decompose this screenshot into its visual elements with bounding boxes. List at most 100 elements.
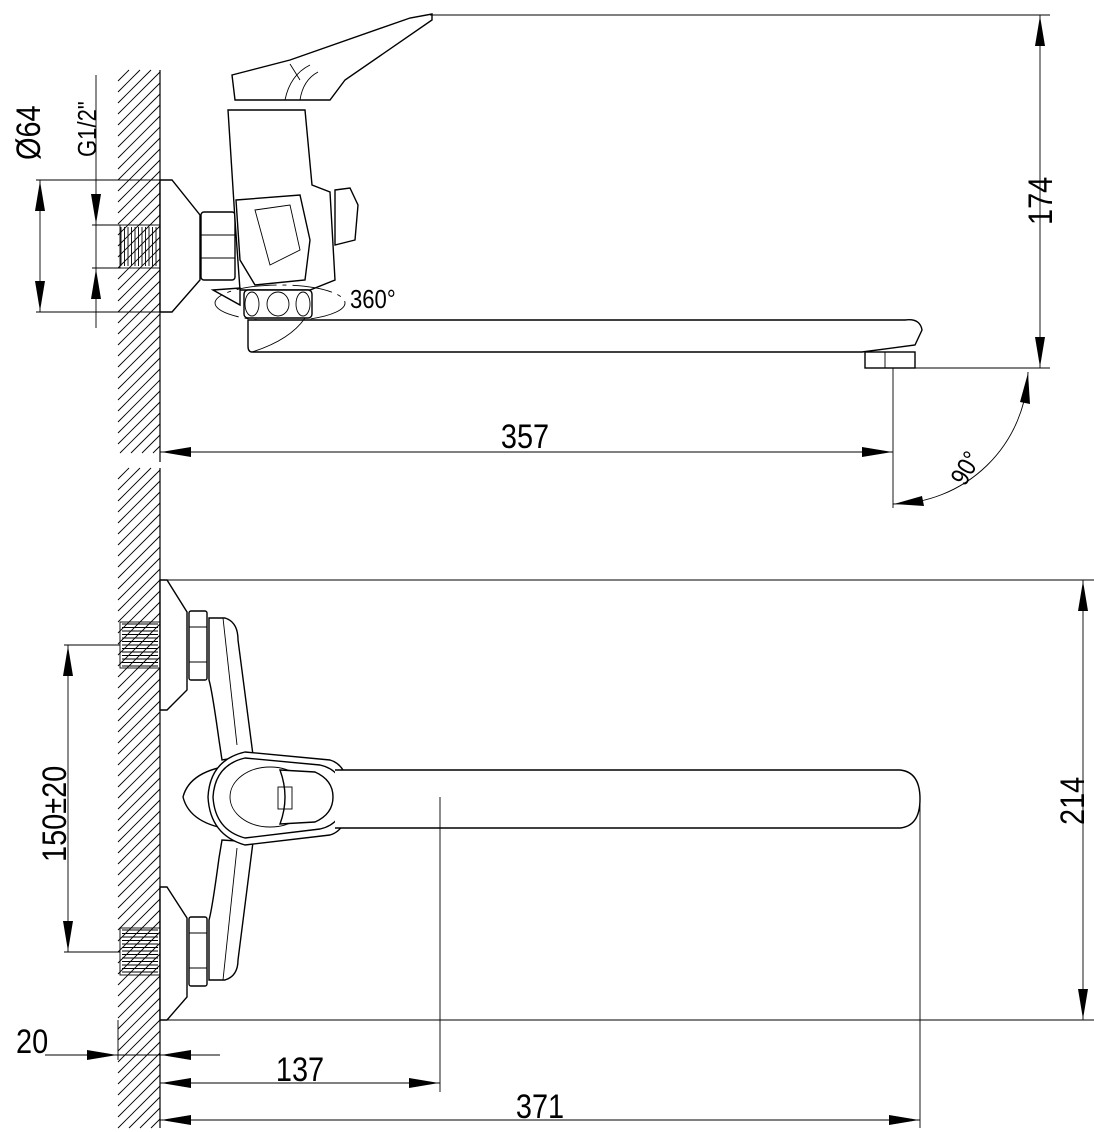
thread-connector [119, 224, 161, 269]
hatch-line [117, 700, 161, 744]
depth-label: 214 [1053, 777, 1092, 825]
hatch-line [117, 579, 161, 623]
hatch-line [117, 568, 161, 612]
hatch-line [117, 192, 161, 236]
hatch-line [117, 502, 161, 546]
hatch-line [117, 1074, 161, 1118]
dimension-wall-offset: 20 [16, 1020, 220, 1061]
hatch-line [117, 1041, 161, 1085]
hatch-line [117, 942, 161, 986]
hatch-line [117, 557, 161, 601]
hatch-line [117, 280, 161, 324]
rotation-label: 360° [350, 285, 396, 314]
hatch-line [117, 722, 161, 766]
hatch-line [117, 82, 161, 126]
hatch-line [117, 368, 161, 412]
hatch-line [117, 401, 161, 445]
hatch-line [117, 634, 161, 678]
thread-label: G1/2" [73, 101, 102, 157]
escutcheon-top [159, 579, 188, 711]
hatch-line [117, 546, 161, 590]
hatch-line [117, 931, 161, 975]
hatch-line [117, 590, 161, 634]
body-reach-label: 137 [276, 1050, 324, 1089]
hatch-line [117, 93, 161, 137]
hatch-line [141, 434, 161, 454]
hatch-line [117, 766, 161, 810]
wall-offset-label: 20 [16, 1022, 48, 1061]
hatch-line [117, 788, 161, 832]
hatch-line [117, 313, 161, 357]
hatch-line [117, 291, 161, 335]
hatch-line [117, 843, 161, 887]
hatch-line [117, 810, 161, 854]
hatch-line [117, 469, 161, 513]
hatch-line [117, 920, 161, 964]
connector-arms [208, 617, 254, 981]
wall-hatch-bottom [117, 467, 161, 1129]
hatch-line [117, 379, 161, 423]
wall-hatch-top [117, 69, 161, 454]
hatch-line [117, 390, 161, 434]
mixer-body [210, 109, 359, 307]
hatch-line [117, 689, 161, 733]
hatch-line [117, 799, 161, 843]
hatch-line [117, 467, 152, 502]
hatch-line [117, 876, 161, 920]
dimension-flange: Ø64 [9, 105, 160, 313]
hatch-line [117, 126, 161, 170]
centers-label: 150±20 [35, 766, 74, 862]
hatch-line [117, 865, 161, 909]
hatch-line [117, 480, 161, 524]
hatch-line [117, 755, 161, 799]
hatch-line [117, 964, 161, 1008]
hex-nut [200, 211, 236, 281]
hatch-line [117, 181, 161, 225]
hatch-line [117, 744, 161, 788]
projection-label: 357 [501, 417, 549, 456]
hex-nut-bottom [188, 916, 208, 987]
hatch-line [139, 1107, 161, 1129]
hatch-line [117, 645, 161, 689]
hatch-line [117, 1030, 161, 1074]
swivel-ring [214, 284, 346, 322]
dimension-height: 174 [430, 14, 1060, 369]
hatch-line [117, 335, 161, 379]
hatch-line [117, 997, 161, 1041]
hatch-line [117, 711, 161, 755]
hatch-line [117, 225, 161, 269]
hatch-line [117, 821, 161, 865]
hatch-line [117, 148, 161, 192]
hatch-line [117, 467, 130, 480]
hatch-line [117, 71, 161, 115]
dimension-centers: 150±20 [35, 644, 120, 953]
hatch-line [117, 269, 161, 313]
hatch-line [119, 412, 161, 454]
height-label: 174 [1021, 177, 1060, 225]
hatch-line [117, 887, 161, 931]
dimension-depth: 214 [160, 579, 1094, 1021]
hatch-line [130, 423, 161, 454]
hatch-line [117, 1008, 161, 1052]
hatch-line [117, 1052, 161, 1096]
hatch-line [117, 357, 161, 401]
hatch-line [117, 733, 161, 777]
hatch-line [117, 346, 161, 390]
hatch-line [117, 137, 161, 181]
escutcheon-bottom [159, 886, 188, 1021]
hatch-line [117, 777, 161, 821]
hatch-line [117, 170, 161, 214]
hatch-line [117, 975, 161, 1019]
hatch-line [117, 986, 161, 1030]
hatch-line [152, 445, 161, 454]
hatch-line [117, 909, 161, 953]
escutcheon [159, 179, 201, 313]
hatch-line [117, 324, 161, 368]
hatch-line [117, 247, 161, 291]
hatch-line [117, 667, 161, 711]
hatch-line [117, 513, 161, 557]
hatch-line [117, 214, 161, 258]
mixer-body-plan [182, 751, 351, 846]
hatch-line [117, 159, 161, 203]
hatch-line [117, 258, 161, 302]
